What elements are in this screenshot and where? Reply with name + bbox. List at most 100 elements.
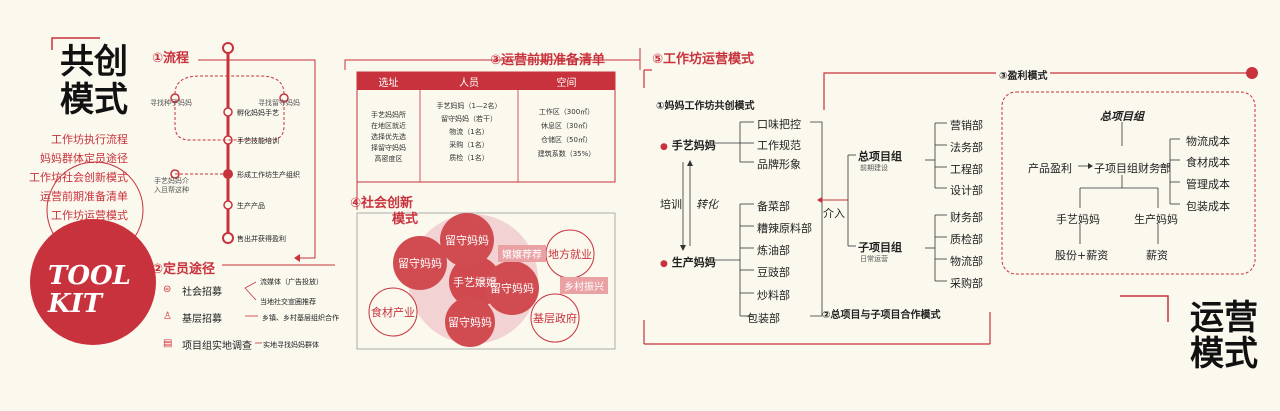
bubble-filled: 留守妈妈 (398, 257, 442, 270)
checklist-cell: 休息区（30㎡） (541, 122, 592, 130)
transform-label: 转化 (696, 198, 718, 211)
ops-subtitle: ①妈妈工作坊共创模式 (656, 101, 755, 112)
sub-dept: 采购部 (950, 277, 983, 290)
checklist-header: 空间 (556, 78, 577, 89)
toc-item[interactable]: 妈妈群体定员途径 (40, 152, 128, 165)
bubble-center: 手艺嬢嬢 (453, 276, 497, 289)
prod-item: 豆豉部 (757, 266, 790, 279)
ops-big-title-line1: 运营 (1190, 298, 1258, 338)
profit-cost: 物流成本 (1186, 135, 1230, 148)
innovation-title-line1: ④社会创新 (350, 196, 414, 211)
profit-craft-pay: 股份+薪资 (1055, 249, 1109, 262)
coop-label: ②总项目与子项目合作模式 (822, 310, 941, 321)
checklist-col-site: 手艺妈妈所 在地区就近 选择优先选 择留守妈妈 高密度区 (357, 110, 420, 165)
checklist-cell: 仓储区（50㎡） (541, 136, 592, 144)
recruit-label: 社会招募 (182, 287, 222, 298)
tag-rural: 乡村振兴 (560, 277, 608, 294)
recruit-note: 实地寻找妈妈群体 (263, 341, 319, 349)
profit-prod: 生产妈妈 (1134, 213, 1178, 226)
checklist-header: 选址 (378, 78, 399, 89)
checklist-title: ③运营前期准备清单 (490, 53, 606, 68)
clipboard-icon: ▤ (163, 338, 173, 349)
main-dept: 法务部 (950, 141, 983, 154)
profit-top: 总项目组 (1100, 110, 1144, 123)
prod-item: 备菜部 (757, 200, 790, 213)
sub-group-note: 日常运营 (860, 255, 888, 263)
craft-item: 工作规范 (757, 139, 801, 152)
prod-item: 炼油部 (757, 244, 790, 257)
sub-group: 子项目组 (858, 241, 902, 254)
bubble-filled: 留守妈妈 (445, 234, 489, 247)
prod-mom: ● 生产妈妈 (660, 254, 716, 270)
main-dept: 设计部 (950, 184, 983, 197)
sub-dept: 财务部 (950, 211, 983, 224)
profit-title: ③盈利模式 (996, 67, 1051, 82)
tag-recommend: 嬢嬢荐荐 (498, 245, 546, 262)
page-title-line2: 模式 (60, 80, 128, 120)
recruit-label: 项目组实地调查 (182, 341, 252, 352)
flow-side-right: 寻找留守妈妈 (258, 99, 300, 107)
bubble-filled: 留守妈妈 (448, 316, 492, 329)
checklist-cell: 采购（1名） (449, 141, 489, 149)
toc-item[interactable]: 工作坊执行流程 (51, 133, 128, 146)
flow-side-note: 手艺妈妈介 入且帮这种 (154, 177, 189, 195)
checklist-cell: 在地区就近 (371, 122, 406, 130)
main-group-note: 前期建设 (860, 164, 888, 172)
checklist-cell: 手艺妈妈所 (371, 111, 406, 119)
checklist-col-space: 工作区（300㎡） 休息区（30㎡） 仓储区（50㎡） 建筑系数（35%） (518, 105, 615, 161)
craft-item: 品牌形象 (757, 158, 801, 171)
prod-item: 糟辣原料部 (757, 222, 812, 235)
checklist-cell: 物流（1名） (449, 128, 489, 136)
flow-side-left: 寻找种子妈妈 (150, 99, 192, 107)
toc-item[interactable]: 工作坊运营模式 (51, 209, 128, 222)
main-dept: 营销部 (950, 119, 983, 132)
toc-item[interactable]: 运营前期准备清单 (40, 190, 128, 203)
recruit-note: 乡镇、乡村基层组织合作 (262, 314, 339, 322)
flow-step: 形成工作坊生产组织 (237, 171, 300, 179)
toc-list: 工作坊执行流程 妈妈群体定员途径 工作坊社会创新模式 运营前期准备清单 工作坊运… (29, 131, 128, 223)
sub-dept: 质检部 (950, 233, 983, 246)
checklist-cell: 质检（1名） (449, 154, 489, 162)
sub-dept: 物流部 (950, 255, 983, 268)
profit-prod-pay: 薪资 (1146, 249, 1168, 262)
prod-item: 包装部 (747, 312, 780, 325)
checklist-cell: 择留守妈妈 (371, 144, 406, 152)
intervene-label: 介入 (823, 207, 845, 220)
page-title-line1: 共创 (60, 42, 128, 82)
checklist-cell: 高密度区 (374, 155, 403, 163)
bubble-outer: 地方就业 (548, 248, 592, 261)
checklist-cell: 选择优先选 (371, 133, 406, 141)
recruit-note: 当地社交宣圈推荐 (260, 298, 316, 306)
flow-side-note-line1: 手艺妈妈介 (154, 177, 189, 185)
profit-cost: 管理成本 (1186, 178, 1230, 191)
checklist-header: 人员 (459, 78, 479, 89)
prod-mom-label: 生产妈妈 (671, 256, 716, 269)
people-icon: ♙ (163, 311, 172, 322)
innovation-title-line2: 模式 (392, 212, 419, 227)
flow-step: 孵化妈妈手艺 (237, 109, 279, 117)
profit-left: 产品盈利 (1028, 162, 1072, 175)
flow-step: 售出并获得盈利 (237, 235, 286, 243)
craft-mom: ● 手艺妈妈 (660, 137, 716, 153)
recruit-label: 基层招募 (182, 314, 222, 325)
checklist-cell: 手艺妈妈（1—2名） (436, 102, 502, 110)
recruit-note: 流媒体（广告投放） (260, 278, 323, 286)
toolkit-line2: KIT (48, 289, 103, 319)
megaphone-icon: ⊜ (163, 284, 172, 295)
toolkit-line1: TOOL (48, 261, 131, 291)
craft-mom-label: 手艺妈妈 (671, 139, 716, 152)
flow-step: 生产产品 (237, 202, 265, 210)
profit-cost: 食材成本 (1186, 156, 1230, 169)
toc-item[interactable]: 工作坊社会创新模式 (29, 171, 128, 184)
flow-step: 手艺技能培训 (237, 137, 279, 145)
checklist-cell: 建筑系数（35%） (537, 150, 596, 158)
bubble-outer: 基层政府 (533, 312, 577, 325)
craft-item: 口味把控 (757, 118, 801, 131)
flow-title: ①流程 (152, 51, 190, 66)
flow-side-note-line2: 入且帮这种 (154, 186, 189, 194)
recruit-title: ②定员途径 (152, 262, 216, 277)
checklist-col-staff: 手艺妈妈（1—2名） 留守妈妈（若干） 物流（1名） 采购（1名） 质检（1名） (420, 100, 518, 165)
profit-mid: 子项目组财务部 (1094, 162, 1171, 175)
main-group: 总项目组 (858, 150, 902, 163)
toolkit-label: TOOL KIT (48, 262, 131, 318)
